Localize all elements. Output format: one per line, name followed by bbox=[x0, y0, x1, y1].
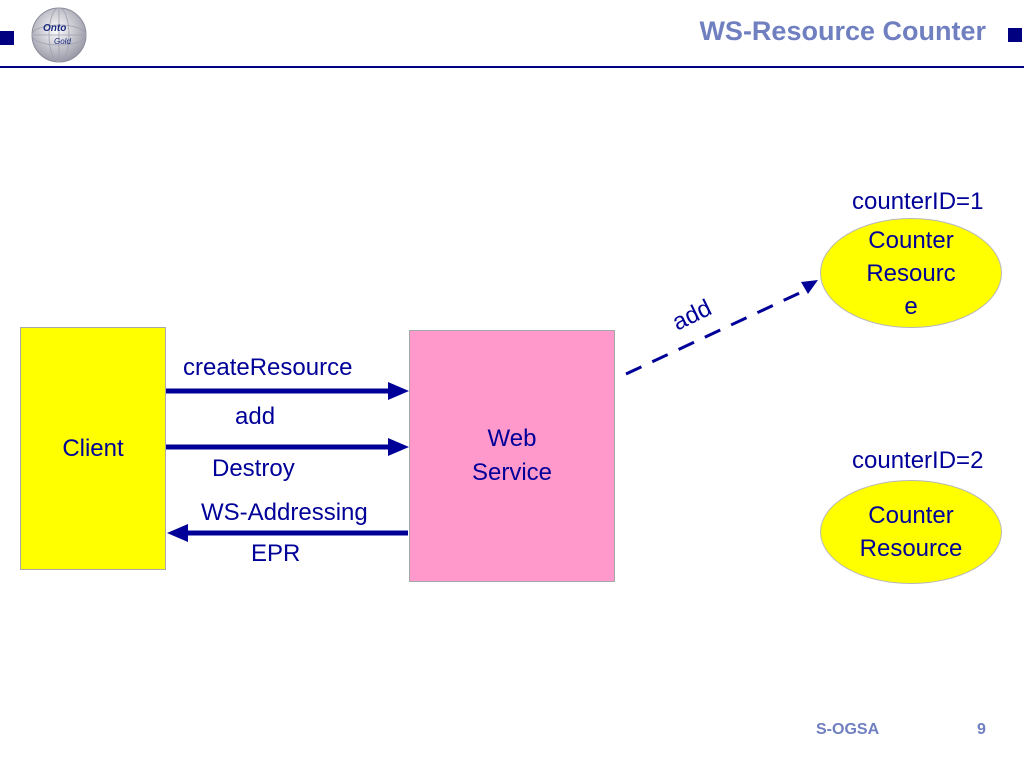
client-box: Client bbox=[20, 327, 166, 570]
client-label: Client bbox=[62, 434, 124, 462]
counter-id-1-label: counterID=1 bbox=[852, 188, 984, 215]
header-right-square bbox=[1008, 28, 1022, 42]
ws-addressing-label: WS-Addressing bbox=[201, 499, 368, 526]
web-service-label-line2: Service bbox=[471, 459, 553, 486]
footer-label: S-OGSA bbox=[816, 721, 880, 738]
destroy-label: Destroy bbox=[212, 455, 295, 482]
resource2-line1: Counter bbox=[868, 502, 954, 529]
resource1-line2: Resourc bbox=[866, 259, 956, 287]
add-dashed-arrow bbox=[625, 280, 818, 376]
resource1-line1: Counter bbox=[868, 226, 954, 254]
add-label: add bbox=[235, 403, 276, 430]
create-resource-arrow bbox=[166, 382, 409, 400]
header-rule bbox=[0, 66, 1024, 68]
counter-id-2-label: counterID=2 bbox=[852, 447, 984, 474]
page-title: WS-Resource Counter bbox=[699, 16, 986, 46]
logo: Onto Gold bbox=[30, 6, 88, 64]
logo-text-onto: Onto bbox=[43, 23, 66, 34]
resource1-line3: e bbox=[904, 292, 918, 320]
add-arrow bbox=[166, 438, 409, 456]
header-left-square bbox=[0, 31, 14, 45]
logo-text-gold: Gold bbox=[54, 37, 71, 46]
counter-resource-2: Counter Resource bbox=[820, 480, 1002, 584]
resource2-line2: Resource bbox=[859, 535, 963, 562]
epr-label: EPR bbox=[251, 540, 301, 567]
epr-return-arrow bbox=[167, 524, 408, 542]
web-service-label-line1: Web bbox=[487, 425, 537, 452]
counter-resource-1: Counter Resourc e bbox=[820, 218, 1002, 328]
page-number: 9 bbox=[977, 721, 986, 738]
create-resource-label: createResource bbox=[183, 354, 353, 381]
web-service-box: Web Service bbox=[409, 330, 615, 582]
globe-logo-icon: Onto Gold bbox=[31, 7, 87, 63]
